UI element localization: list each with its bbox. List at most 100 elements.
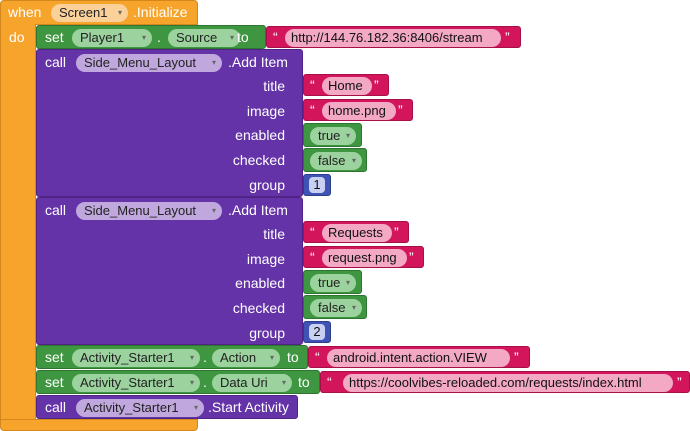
title-requests-field[interactable]: Requests bbox=[322, 224, 392, 242]
chevron-down-icon: ▾ bbox=[345, 131, 350, 140]
action-property-dropdown[interactable]: Action ▾ bbox=[212, 349, 280, 367]
player-source-url-value: http://144.76.182.36:8406/stream bbox=[291, 30, 483, 45]
open-quote: “ bbox=[310, 224, 315, 240]
dot-separator: . bbox=[203, 374, 207, 390]
open-quote: “ bbox=[310, 249, 315, 265]
set-player-source-block[interactable]: set Player1 ▾ . Source ▾ to bbox=[36, 25, 266, 49]
image-request-value: request.png bbox=[328, 250, 397, 265]
screen1-component-dropdown[interactable]: Screen1 ▾ bbox=[51, 4, 128, 22]
checked-param-label: checked bbox=[232, 300, 285, 316]
dot-separator: . bbox=[157, 29, 161, 45]
image-home-text-block[interactable]: “ home.png ” bbox=[303, 99, 413, 121]
chevron-down-icon: ▾ bbox=[211, 206, 216, 215]
close-quote: ” bbox=[374, 77, 379, 93]
screen1-component-label: Screen1 bbox=[59, 5, 108, 20]
title-home-text-block[interactable]: “ Home ” bbox=[303, 74, 389, 96]
do-keyword: do bbox=[9, 29, 25, 45]
enabled-true-dropdown[interactable]: true ▾ bbox=[310, 127, 356, 145]
checked-false-dropdown[interactable]: false ▾ bbox=[310, 152, 362, 170]
player-source-text-block[interactable]: “ http://144.76.182.36:8406/stream ” bbox=[266, 26, 521, 48]
checked-false-logic-block-2[interactable]: false ▾ bbox=[303, 295, 367, 319]
set-activity-action-block[interactable]: set Activity_Starter1 ▾ . Action ▾ to bbox=[36, 345, 308, 369]
close-quote: ” bbox=[394, 224, 399, 240]
open-quote: “ bbox=[273, 29, 278, 45]
enabled-param-label: enabled bbox=[235, 127, 285, 143]
checked-param-label: checked bbox=[232, 152, 285, 168]
activity-starter-label: Activity_Starter1 bbox=[80, 350, 175, 365]
call-keyword: call bbox=[45, 202, 67, 218]
chevron-down-icon: ▾ bbox=[269, 353, 274, 362]
chevron-down-icon: ▾ bbox=[351, 156, 356, 165]
action-value-field[interactable]: android.intent.action.VIEW bbox=[327, 349, 510, 367]
event-name: .Initialize bbox=[133, 4, 188, 20]
group-number-block-1[interactable]: 1 bbox=[303, 174, 331, 196]
player1-component-dropdown[interactable]: Player1 ▾ bbox=[72, 29, 152, 47]
set-keyword: set bbox=[45, 374, 64, 390]
enabled-true-value: true bbox=[318, 128, 341, 143]
data-uri-text-block[interactable]: “ https://coolvibes-reloaded.com/request… bbox=[320, 371, 690, 393]
source-property-dropdown[interactable]: Source ▾ bbox=[168, 29, 240, 47]
data-uri-value: https://coolvibes-reloaded.com/requests/… bbox=[349, 375, 642, 390]
action-label: Action bbox=[220, 350, 257, 365]
checked-false-dropdown-2[interactable]: false ▾ bbox=[310, 299, 362, 317]
activity-starter-component-dropdown[interactable]: Activity_Starter1 ▾ bbox=[72, 374, 200, 392]
call-keyword: call bbox=[45, 399, 67, 415]
player-source-url-field[interactable]: http://144.76.182.36:8406/stream bbox=[285, 29, 501, 47]
chevron-down-icon: ▾ bbox=[345, 278, 350, 287]
chevron-down-icon: ▾ bbox=[211, 58, 216, 67]
set-activity-datauri-block[interactable]: set Activity_Starter1 ▾ . Data Uri ▾ to bbox=[36, 370, 320, 394]
title-param-label: title bbox=[263, 226, 285, 242]
title-home-field[interactable]: Home bbox=[322, 77, 372, 95]
chevron-down-icon: ▾ bbox=[117, 8, 122, 17]
set-keyword: set bbox=[45, 349, 64, 365]
to-keyword: to bbox=[237, 29, 249, 45]
activity-starter-component-dropdown[interactable]: Activity_Starter1 ▾ bbox=[76, 399, 204, 417]
data-uri-label: Data Uri bbox=[220, 375, 268, 390]
image-param-label: image bbox=[246, 103, 285, 119]
image-home-field[interactable]: home.png bbox=[322, 102, 396, 120]
group-number-field-2[interactable]: 2 bbox=[309, 324, 325, 340]
title-param-label: title bbox=[263, 78, 285, 94]
add-item-home-block[interactable]: call Side_Menu_Layout ▾ .Add Item title … bbox=[36, 49, 303, 197]
chevron-down-icon: ▾ bbox=[281, 378, 286, 387]
open-quote: “ bbox=[310, 77, 315, 93]
side-menu-layout-label: Side_Menu_Layout bbox=[84, 203, 197, 218]
chevron-down-icon: ▾ bbox=[141, 33, 146, 42]
start-activity-block[interactable]: call Activity_Starter1 ▾ .Start Activity bbox=[36, 395, 298, 419]
group-param-label: group bbox=[249, 325, 285, 341]
checked-false-value: false bbox=[318, 153, 346, 168]
open-quote: “ bbox=[310, 102, 315, 118]
activity-starter-component-dropdown[interactable]: Activity_Starter1 ▾ bbox=[72, 349, 200, 367]
enabled-param-label: enabled bbox=[235, 275, 285, 291]
start-activity-method: .Start Activity bbox=[208, 399, 289, 415]
event-block-bottom-arm bbox=[0, 419, 198, 431]
side-menu-layout-dropdown[interactable]: Side_Menu_Layout ▾ bbox=[76, 202, 222, 220]
chevron-down-icon: ▾ bbox=[229, 33, 234, 42]
enabled-true-value: true bbox=[318, 275, 341, 290]
data-uri-value-field[interactable]: https://coolvibes-reloaded.com/requests/… bbox=[343, 374, 673, 392]
enabled-true-logic-block[interactable]: true ▾ bbox=[303, 123, 362, 147]
title-requests-value: Requests bbox=[328, 225, 383, 240]
side-menu-layout-dropdown[interactable]: Side_Menu_Layout ▾ bbox=[76, 54, 222, 72]
call-keyword: call bbox=[45, 54, 67, 70]
image-param-label: image bbox=[246, 251, 285, 267]
dot-separator: . bbox=[203, 349, 207, 365]
group-number-block-2[interactable]: 2 bbox=[303, 321, 331, 343]
image-request-text-block[interactable]: “ request.png ” bbox=[303, 246, 424, 268]
add-item-method: .Add Item bbox=[228, 54, 288, 70]
checked-false-logic-block[interactable]: false ▾ bbox=[303, 148, 367, 172]
title-requests-text-block[interactable]: “ Requests ” bbox=[303, 221, 409, 243]
group-number-field-1[interactable]: 1 bbox=[309, 177, 325, 193]
source-label: Source bbox=[176, 30, 218, 45]
enabled-true-dropdown-2[interactable]: true ▾ bbox=[310, 274, 356, 292]
action-value: android.intent.action.VIEW bbox=[333, 350, 487, 365]
activity-starter-label: Activity_Starter1 bbox=[84, 400, 179, 415]
chevron-down-icon: ▾ bbox=[351, 303, 356, 312]
close-quote: ” bbox=[514, 349, 519, 365]
action-text-block[interactable]: “ android.intent.action.VIEW ” bbox=[308, 346, 530, 368]
image-request-field[interactable]: request.png bbox=[322, 249, 407, 267]
enabled-true-logic-block-2[interactable]: true ▾ bbox=[303, 270, 362, 294]
close-quote: ” bbox=[677, 374, 682, 390]
add-item-requests-block[interactable]: call Side_Menu_Layout ▾ .Add Item title … bbox=[36, 197, 303, 345]
data-uri-property-dropdown[interactable]: Data Uri ▾ bbox=[212, 374, 292, 392]
